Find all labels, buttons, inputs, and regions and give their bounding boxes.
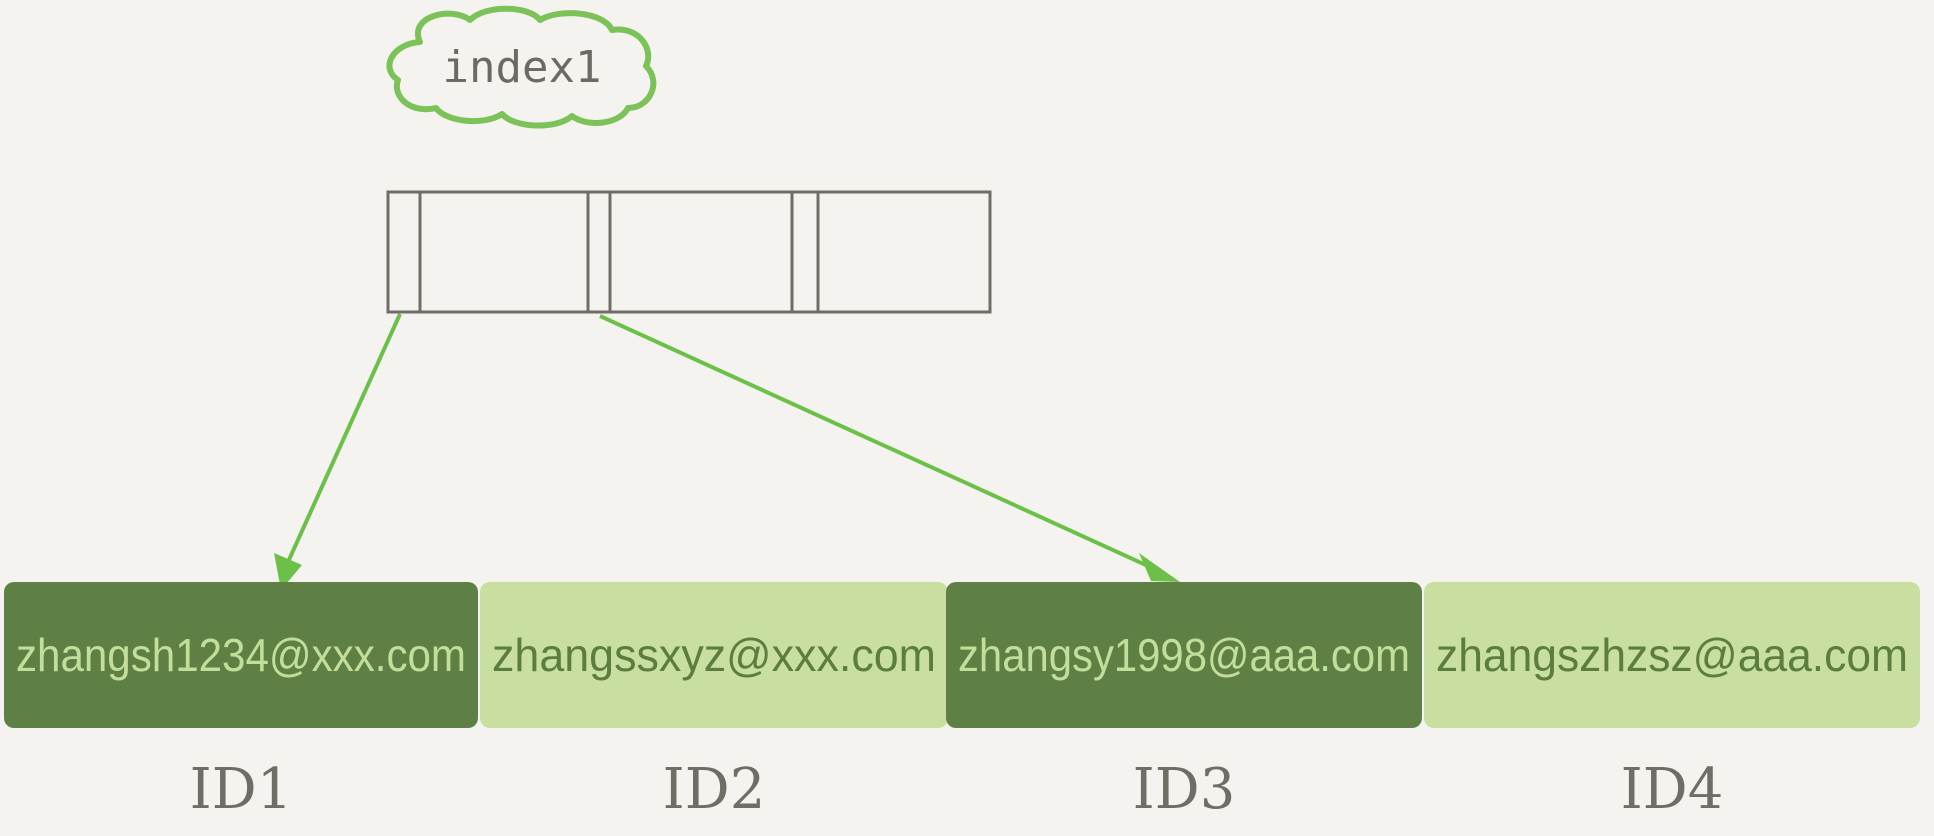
record-cell (4, 582, 478, 728)
arrow-head-id1 (274, 553, 302, 590)
arrow-to-id3 (599, 314, 1149, 568)
record-email: zhangszhzsz@aaa.com (1436, 629, 1908, 681)
index-node-outline (386, 190, 992, 314)
index-node (386, 190, 992, 314)
record-id: ID4 (1621, 757, 1724, 822)
index-cloud: index1 (386, 5, 657, 129)
record-id: ID2 (663, 757, 766, 822)
record-cell (946, 582, 1422, 728)
record-email: zhangsh1234@xxx.com (16, 629, 466, 681)
record-id: ID3 (1133, 757, 1236, 822)
pointer-arrows (274, 313, 1180, 590)
record-email: zhangsy1998@aaa.com (958, 629, 1410, 681)
record-id: ID1 (190, 757, 293, 822)
record-cell (480, 582, 948, 728)
cloud-outline (386, 5, 657, 129)
record-cell (1424, 582, 1920, 728)
index-label: index1 (443, 42, 602, 93)
arrow-to-id1 (286, 313, 402, 563)
arrow-head-id3 (1139, 553, 1180, 582)
record-email: zhangssxyz@xxx.com (492, 629, 936, 681)
